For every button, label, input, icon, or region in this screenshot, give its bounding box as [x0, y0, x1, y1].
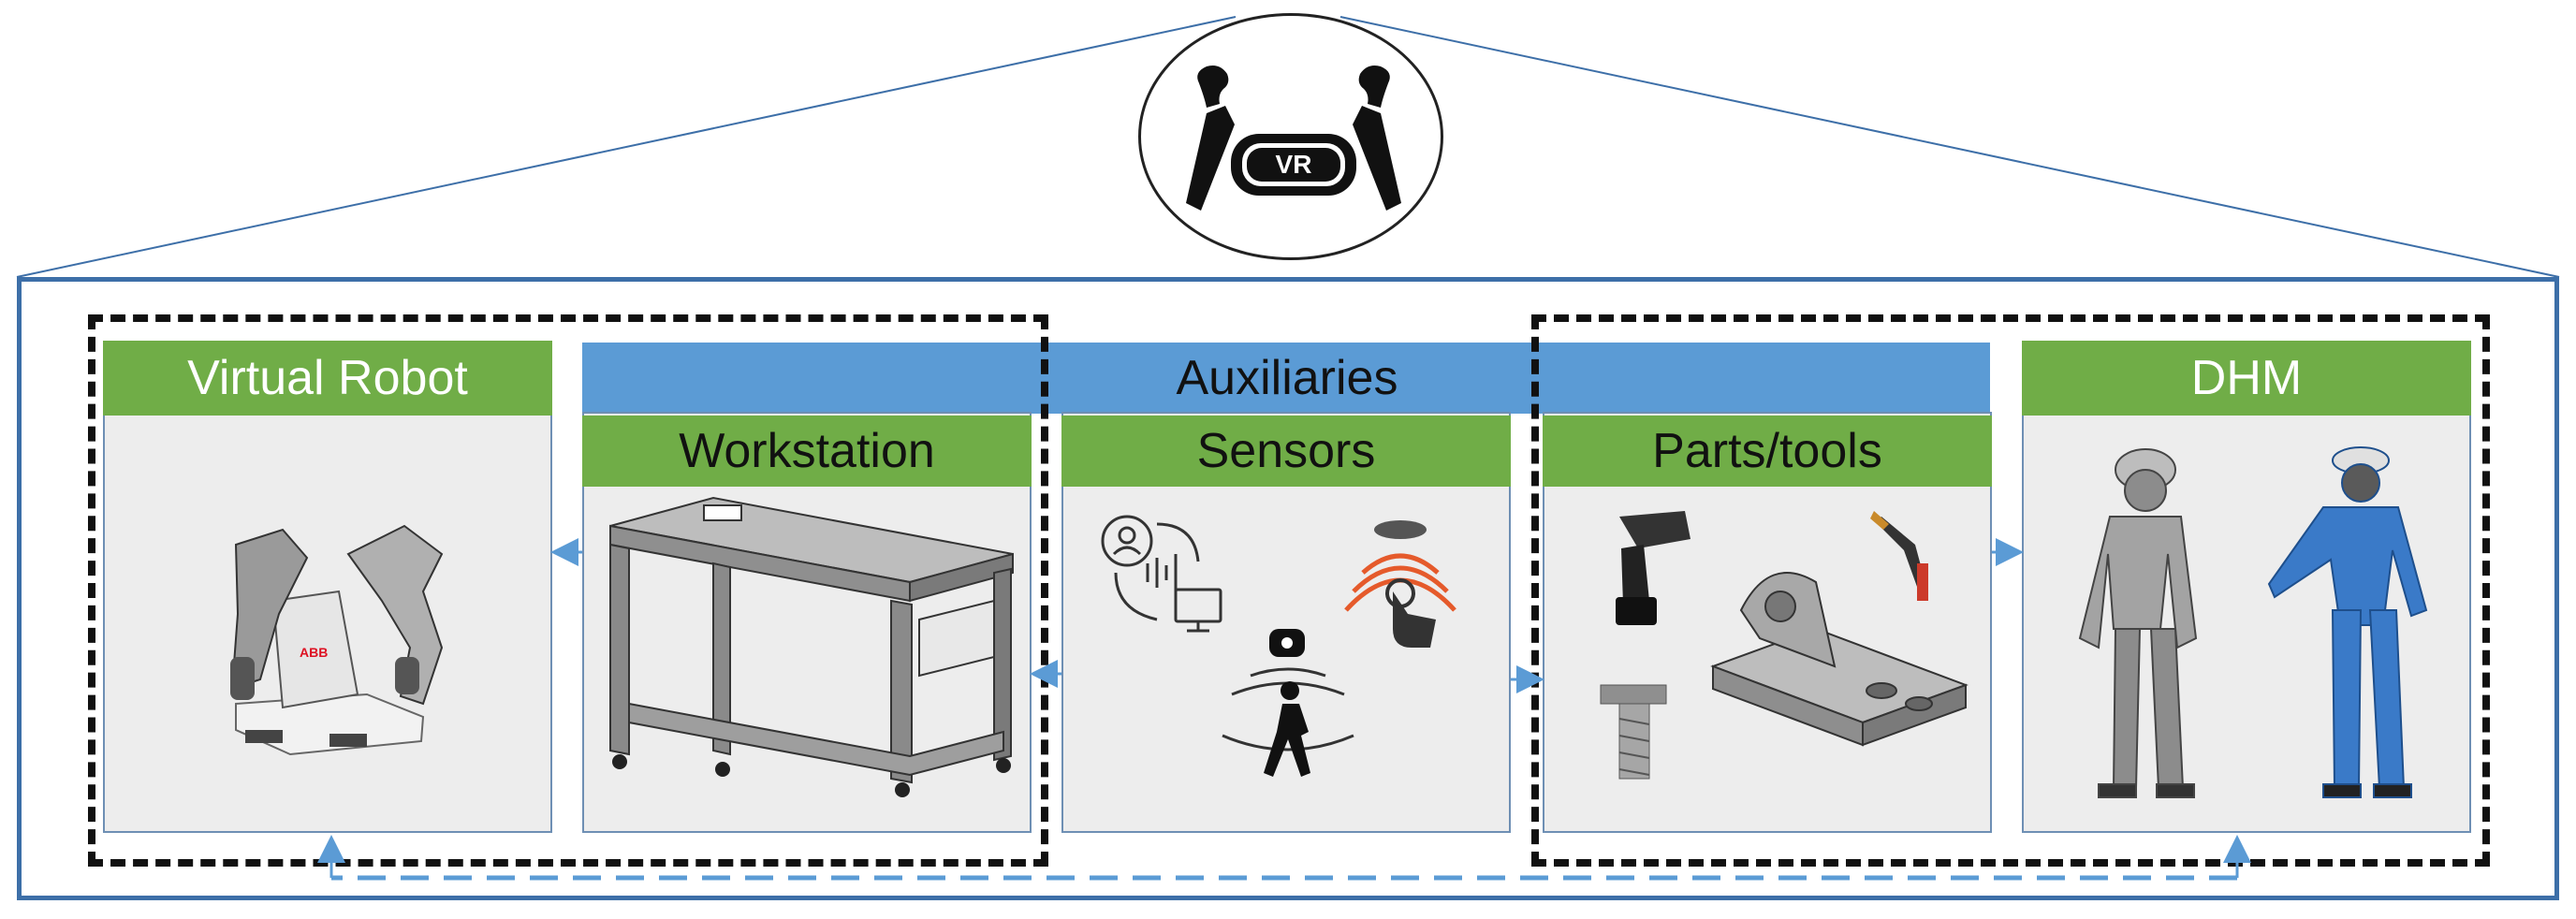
vr-hub: VR — [1138, 13, 1443, 260]
dual-arm-robot-icon: ABB — [230, 524, 444, 756]
worker-female-icon — [2078, 448, 2198, 798]
workstation-title: Workstation — [582, 416, 1032, 487]
sensor-icons — [1101, 515, 1456, 777]
worker-male-icon — [2267, 446, 2428, 798]
workbench-icon — [609, 496, 1014, 797]
welding-torch-icon — [1870, 511, 1928, 601]
sensors-title: Sensors — [1061, 416, 1511, 487]
bracket-part-icon — [1710, 572, 1969, 747]
auxiliaries-bar — [582, 343, 1990, 414]
group-frame-right — [1531, 314, 2490, 867]
abb-logo: ABB — [300, 645, 328, 660]
virtual-robot-title: Virtual Robot — [103, 341, 552, 416]
parts-icons — [1600, 511, 1969, 780]
virtual-robot-panel: ABB — [103, 412, 552, 833]
bolt-icon — [1600, 684, 1667, 780]
parts-tools-title: Parts/tools — [1543, 416, 1992, 487]
drill-icon — [1616, 511, 1690, 625]
dhm-panel — [2022, 412, 2471, 833]
vr-label: VR — [1275, 150, 1312, 179]
dhm-icons — [2078, 446, 2428, 798]
group-frame-left — [88, 314, 1048, 867]
motion-sensor-icon — [1222, 629, 1354, 777]
touch-sensor-icon — [1344, 520, 1456, 648]
outer-frame — [17, 277, 2559, 900]
dhm-title: DHM — [2022, 341, 2471, 416]
auxiliaries-label: Auxiliaries — [1176, 351, 1398, 405]
voice-sensor-icon — [1101, 515, 1222, 633]
vr-headset-icon — [1186, 66, 1401, 211]
